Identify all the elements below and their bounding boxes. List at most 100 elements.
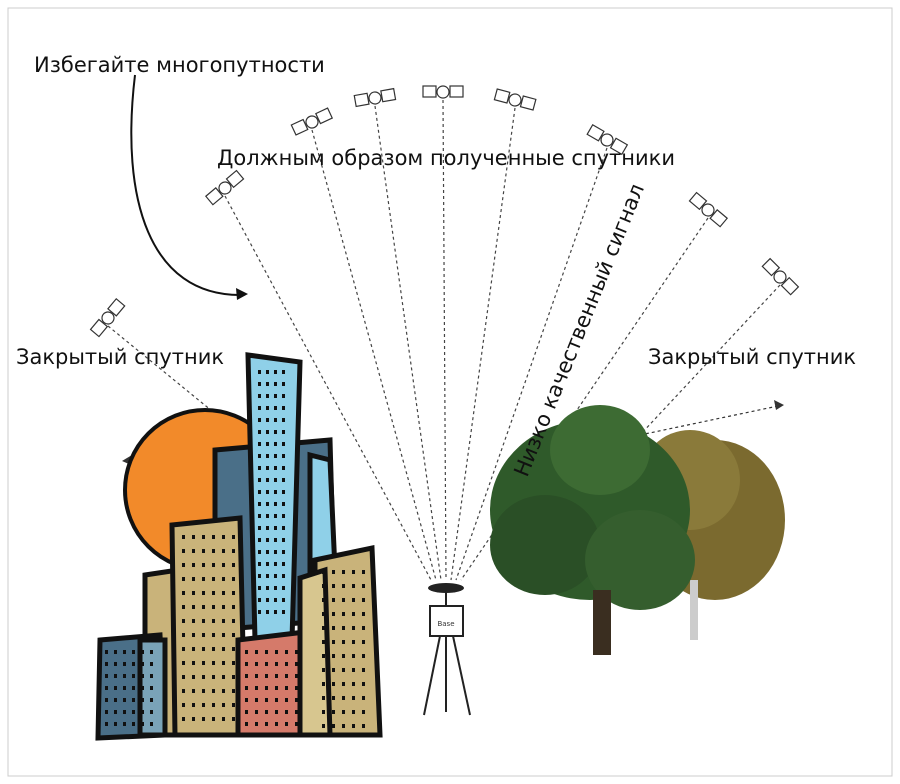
window (282, 418, 285, 422)
window (258, 538, 261, 542)
window (282, 478, 285, 482)
label-avoid-multipath: Избегайте многопутности (34, 53, 325, 77)
window (192, 605, 195, 609)
window (202, 661, 205, 665)
window (258, 598, 261, 602)
window (141, 650, 144, 654)
window (282, 406, 285, 410)
window (212, 633, 215, 637)
window (342, 598, 345, 602)
window (182, 703, 185, 707)
window (212, 689, 215, 693)
window (342, 640, 345, 644)
window (150, 698, 153, 702)
window (295, 662, 298, 666)
window (275, 722, 278, 726)
window (232, 619, 235, 623)
window (222, 563, 225, 567)
window (255, 662, 258, 666)
window (274, 502, 277, 506)
window (222, 661, 225, 665)
window (222, 577, 225, 581)
window (352, 696, 355, 700)
satellite-icon (493, 88, 537, 111)
base-receiver-box (429, 605, 464, 637)
signal-line (224, 195, 432, 581)
satellite-icon (290, 107, 334, 136)
window (192, 703, 195, 707)
window (114, 662, 117, 666)
satellite-icon (761, 257, 800, 296)
window (105, 686, 108, 690)
window (212, 661, 215, 665)
window (266, 382, 269, 386)
window (222, 633, 225, 637)
window (222, 717, 225, 721)
window (342, 570, 345, 574)
window (258, 514, 261, 518)
window (114, 674, 117, 678)
window (232, 633, 235, 637)
window (105, 650, 108, 654)
window (282, 490, 285, 494)
window (266, 538, 269, 542)
satellites (89, 85, 800, 338)
window (258, 406, 261, 410)
window (202, 577, 205, 581)
window (282, 526, 285, 530)
window (266, 442, 269, 446)
window (282, 442, 285, 446)
label-blocked-right: Закрытый спутник (648, 345, 856, 369)
window (362, 696, 365, 700)
window (258, 418, 261, 422)
window (275, 650, 278, 654)
window (295, 698, 298, 702)
window (362, 654, 365, 658)
window (212, 549, 215, 553)
window (245, 674, 248, 678)
window (105, 698, 108, 702)
window (182, 605, 185, 609)
window (212, 577, 215, 581)
window (132, 722, 135, 726)
window (282, 610, 285, 614)
window (332, 696, 335, 700)
window (192, 591, 195, 595)
window (265, 722, 268, 726)
window (123, 674, 126, 678)
window (332, 612, 335, 616)
window (322, 612, 325, 616)
window (265, 674, 268, 678)
window (352, 584, 355, 588)
window (266, 598, 269, 602)
window (352, 654, 355, 658)
window (258, 490, 261, 494)
window (232, 535, 235, 539)
window (232, 549, 235, 553)
window (342, 612, 345, 616)
window (266, 610, 269, 614)
window (245, 686, 248, 690)
window (274, 442, 277, 446)
window (332, 682, 335, 686)
window (192, 647, 195, 651)
window (265, 698, 268, 702)
window (352, 682, 355, 686)
window (192, 619, 195, 623)
window (342, 682, 345, 686)
window (141, 710, 144, 714)
window (182, 661, 185, 665)
window (258, 430, 261, 434)
window (222, 605, 225, 609)
window (322, 682, 325, 686)
window (222, 619, 225, 623)
tripod (423, 635, 471, 716)
window (114, 710, 117, 714)
window (132, 710, 135, 714)
window (182, 535, 185, 539)
window (274, 562, 277, 566)
window (295, 710, 298, 714)
window (202, 633, 205, 637)
window (150, 710, 153, 714)
